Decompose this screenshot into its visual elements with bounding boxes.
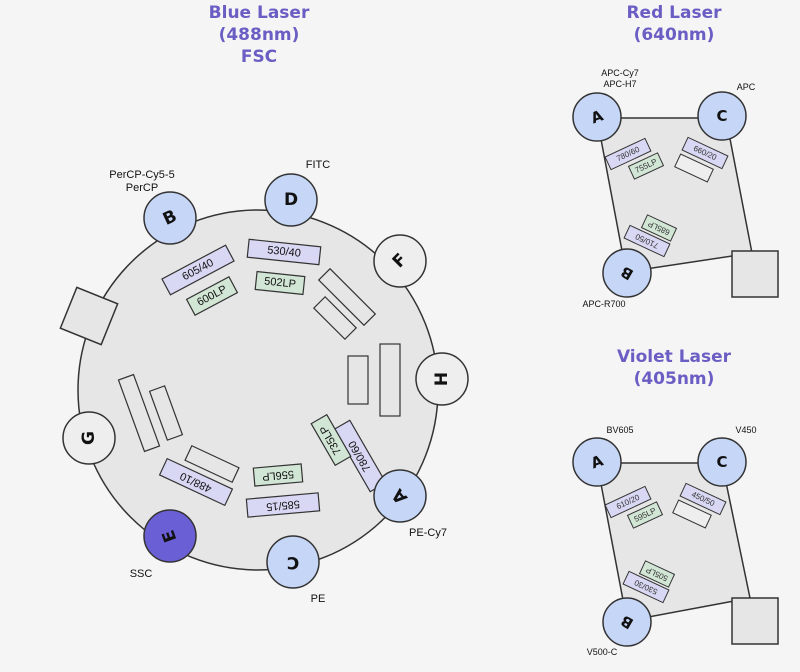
detector-f[interactable]: F <box>373 234 427 288</box>
violet-detector-a-label: BV605 <box>606 425 633 435</box>
red-laser-plate <box>596 117 753 273</box>
detector-d-label: FITC <box>306 159 330 171</box>
svg-text:530/40: 530/40 <box>267 244 302 259</box>
detector-d[interactable]: D FITC <box>264 159 330 227</box>
blank-mirror <box>379 343 401 417</box>
red-laser-title: Red Laser <box>626 3 722 23</box>
detector-c-label: PE <box>311 593 326 605</box>
red-laser-section: Red Laser (640nm) 780/60 755LP 660/20 68… <box>572 3 779 309</box>
filter-556lp: 556LP <box>252 463 304 487</box>
violet-detector-c[interactable]: C V450 <box>697 425 757 487</box>
filter-780-60: 780/60 <box>604 137 652 171</box>
red-detector-a[interactable]: A APC-Cy7 APC-H7 <box>572 68 639 142</box>
filter-502lp: 502LP <box>254 270 306 296</box>
svg-text:H: H <box>432 372 452 386</box>
red-detector-c-label: APC <box>737 82 756 92</box>
detector-h[interactable]: H <box>415 352 469 406</box>
violet-detector-c-label: V450 <box>735 425 756 435</box>
blue-laser-section: Blue Laser (488nm) FSC 530/40 502LP 605/… <box>59 3 469 605</box>
filter-595lp: 595LP <box>626 501 664 529</box>
filter-585-15: 585/15 <box>245 492 321 518</box>
filter-755lp: 755LP <box>627 152 665 180</box>
detector-a-label: PE-Cy7 <box>409 527 447 539</box>
blank-mirror <box>117 373 161 453</box>
detector-c[interactable]: C PE <box>266 535 326 605</box>
detector-g[interactable]: G <box>62 411 116 465</box>
filter-530-30: 530/30 <box>622 570 670 604</box>
violet-laser-section: Violet Laser (405nm) 610/20 595LP 450/50… <box>572 347 779 657</box>
detector-e[interactable]: E SSC <box>130 509 197 580</box>
detector-b-label-1: PerCP-Cy5-5 <box>109 169 174 181</box>
violet-laser-wavelength: (405nm) <box>634 369 715 389</box>
blank-mirror <box>184 444 240 484</box>
red-detector-b[interactable]: B APC-R700 <box>582 248 652 309</box>
red-detector-a-label-1: APC-Cy7 <box>601 68 639 78</box>
blank-mirror <box>317 267 377 327</box>
red-laser-input-port <box>731 250 779 298</box>
red-detector-a-label-2: APC-H7 <box>603 79 636 89</box>
filter-488-10: 488/10 <box>158 457 234 507</box>
filter-450-50: 450/50 <box>679 482 727 516</box>
svg-text:C: C <box>716 453 727 471</box>
red-detector-b-label: APC-R700 <box>582 299 625 309</box>
svg-text:D: D <box>284 190 298 210</box>
svg-text:C: C <box>716 107 727 125</box>
svg-text:C: C <box>287 552 299 572</box>
svg-text:585/15: 585/15 <box>266 498 301 513</box>
red-detector-c[interactable]: C APC <box>697 82 756 141</box>
svg-text:556LP: 556LP <box>262 468 295 483</box>
detector-a[interactable]: A PE-Cy7 <box>373 469 447 539</box>
filter-610-20: 610/20 <box>604 485 652 519</box>
svg-text:502LP: 502LP <box>264 275 297 290</box>
violet-detector-b-label: V500-C <box>587 647 618 657</box>
blue-laser-title: Blue Laser <box>209 3 310 23</box>
violet-detector-a[interactable]: A BV605 <box>572 425 634 487</box>
filter-685lp: 685LP <box>640 214 678 242</box>
blue-laser-wavelength: (488nm) <box>219 25 300 45</box>
violet-laser-plate <box>596 462 751 622</box>
blank-mirror <box>347 355 369 405</box>
blue-laser-input-port <box>59 286 119 346</box>
blank-filter <box>672 499 712 529</box>
blank-filter <box>674 153 714 183</box>
filter-530-40: 530/40 <box>246 238 322 266</box>
red-laser-wavelength: (640nm) <box>634 25 715 45</box>
svg-text:G: G <box>79 431 99 445</box>
detector-b[interactable]: B PerCP-Cy5-5 PerCP <box>109 169 197 245</box>
filter-660-20: 660/20 <box>681 136 729 170</box>
filter-710-50: 710/50 <box>623 224 671 258</box>
filter-505lp: 505LP <box>638 560 676 588</box>
detector-b-label-2: PerCP <box>126 182 158 194</box>
blank-mirror <box>312 295 358 341</box>
detector-e-label: SSC <box>130 568 153 580</box>
violet-laser-input-port <box>731 597 779 645</box>
violet-laser-title: Violet Laser <box>617 347 732 367</box>
blue-laser-fsc: FSC <box>241 47 277 67</box>
violet-detector-b[interactable]: B V500-C <box>587 597 652 657</box>
blank-mirror <box>148 385 184 441</box>
